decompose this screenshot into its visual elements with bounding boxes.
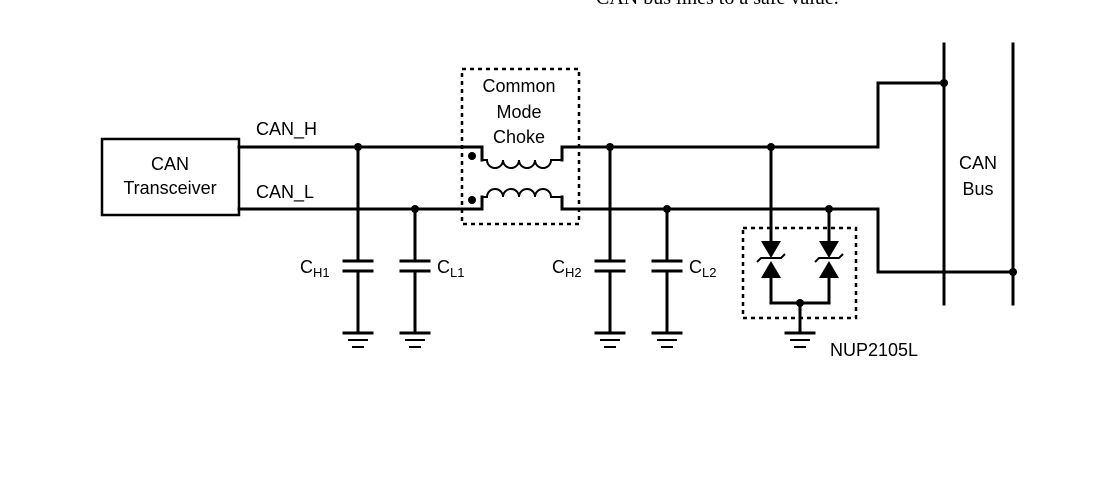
cl2-label-main: C xyxy=(689,257,702,277)
choke-label-line3: Choke xyxy=(493,127,545,147)
choke-dashed-box xyxy=(460,67,581,226)
choke-coil-lower xyxy=(482,188,562,198)
ch1-label: CH1 xyxy=(300,257,330,280)
cl2-label: CL2 xyxy=(689,257,716,280)
can-l-label: CAN_L xyxy=(256,182,314,203)
transceiver-label-line2: Transceiver xyxy=(123,178,216,198)
cl1-label-main: C xyxy=(437,257,450,277)
choke-coil-upper xyxy=(482,159,562,169)
cl1-label: CL1 xyxy=(437,257,464,280)
tvs-left-lower-triangle xyxy=(761,261,781,278)
transceiver-box xyxy=(100,137,241,217)
transceiver-label-line1: CAN xyxy=(151,154,189,174)
cl2-label-sub: L2 xyxy=(702,265,716,280)
choke-label-line1: Common xyxy=(482,76,555,96)
ch2-label-sub: H2 xyxy=(565,265,582,280)
ch1-label-main: C xyxy=(300,257,313,277)
tvs-diode-array: NUP2105L xyxy=(741,145,918,360)
tvs-right-lower-triangle xyxy=(819,261,839,278)
can-h-label: CAN_H xyxy=(256,119,317,140)
tvs-part-label: NUP2105L xyxy=(830,340,918,360)
bus-label-line1: CAN xyxy=(959,153,997,173)
bus-label-line2: Bus xyxy=(962,179,993,199)
capacitor-ch1: CH1 xyxy=(300,145,374,348)
choke-label-line2: Mode xyxy=(496,102,541,122)
ch2-label: CH2 xyxy=(552,257,582,280)
capacitor-cl1: CL1 xyxy=(399,207,464,348)
can-transceiver-block: CAN Transceiver xyxy=(100,137,241,217)
choke-polarity-dot-upper xyxy=(468,152,476,160)
can-l-wire xyxy=(237,195,1015,274)
choke-polarity-dot-lower xyxy=(468,196,476,204)
page-top-text: CAN bus lines to a safe value. xyxy=(596,0,839,9)
can-h-wire xyxy=(237,81,946,162)
capacitor-cl2: CL2 xyxy=(651,207,716,348)
tvs-right-upper-triangle xyxy=(819,241,839,258)
ch2-label-main: C xyxy=(552,257,565,277)
common-mode-choke: Common Mode Choke xyxy=(460,67,581,226)
capacitor-ch2: CH2 xyxy=(552,145,626,348)
ch1-label-sub: H1 xyxy=(313,265,330,280)
tvs-left-bar xyxy=(756,253,786,263)
cl1-label-sub: L1 xyxy=(450,265,464,280)
can-bus: CAN Bus xyxy=(942,42,1015,306)
tvs-left-upper-triangle xyxy=(761,241,781,258)
tvs-right-bar xyxy=(814,253,844,263)
